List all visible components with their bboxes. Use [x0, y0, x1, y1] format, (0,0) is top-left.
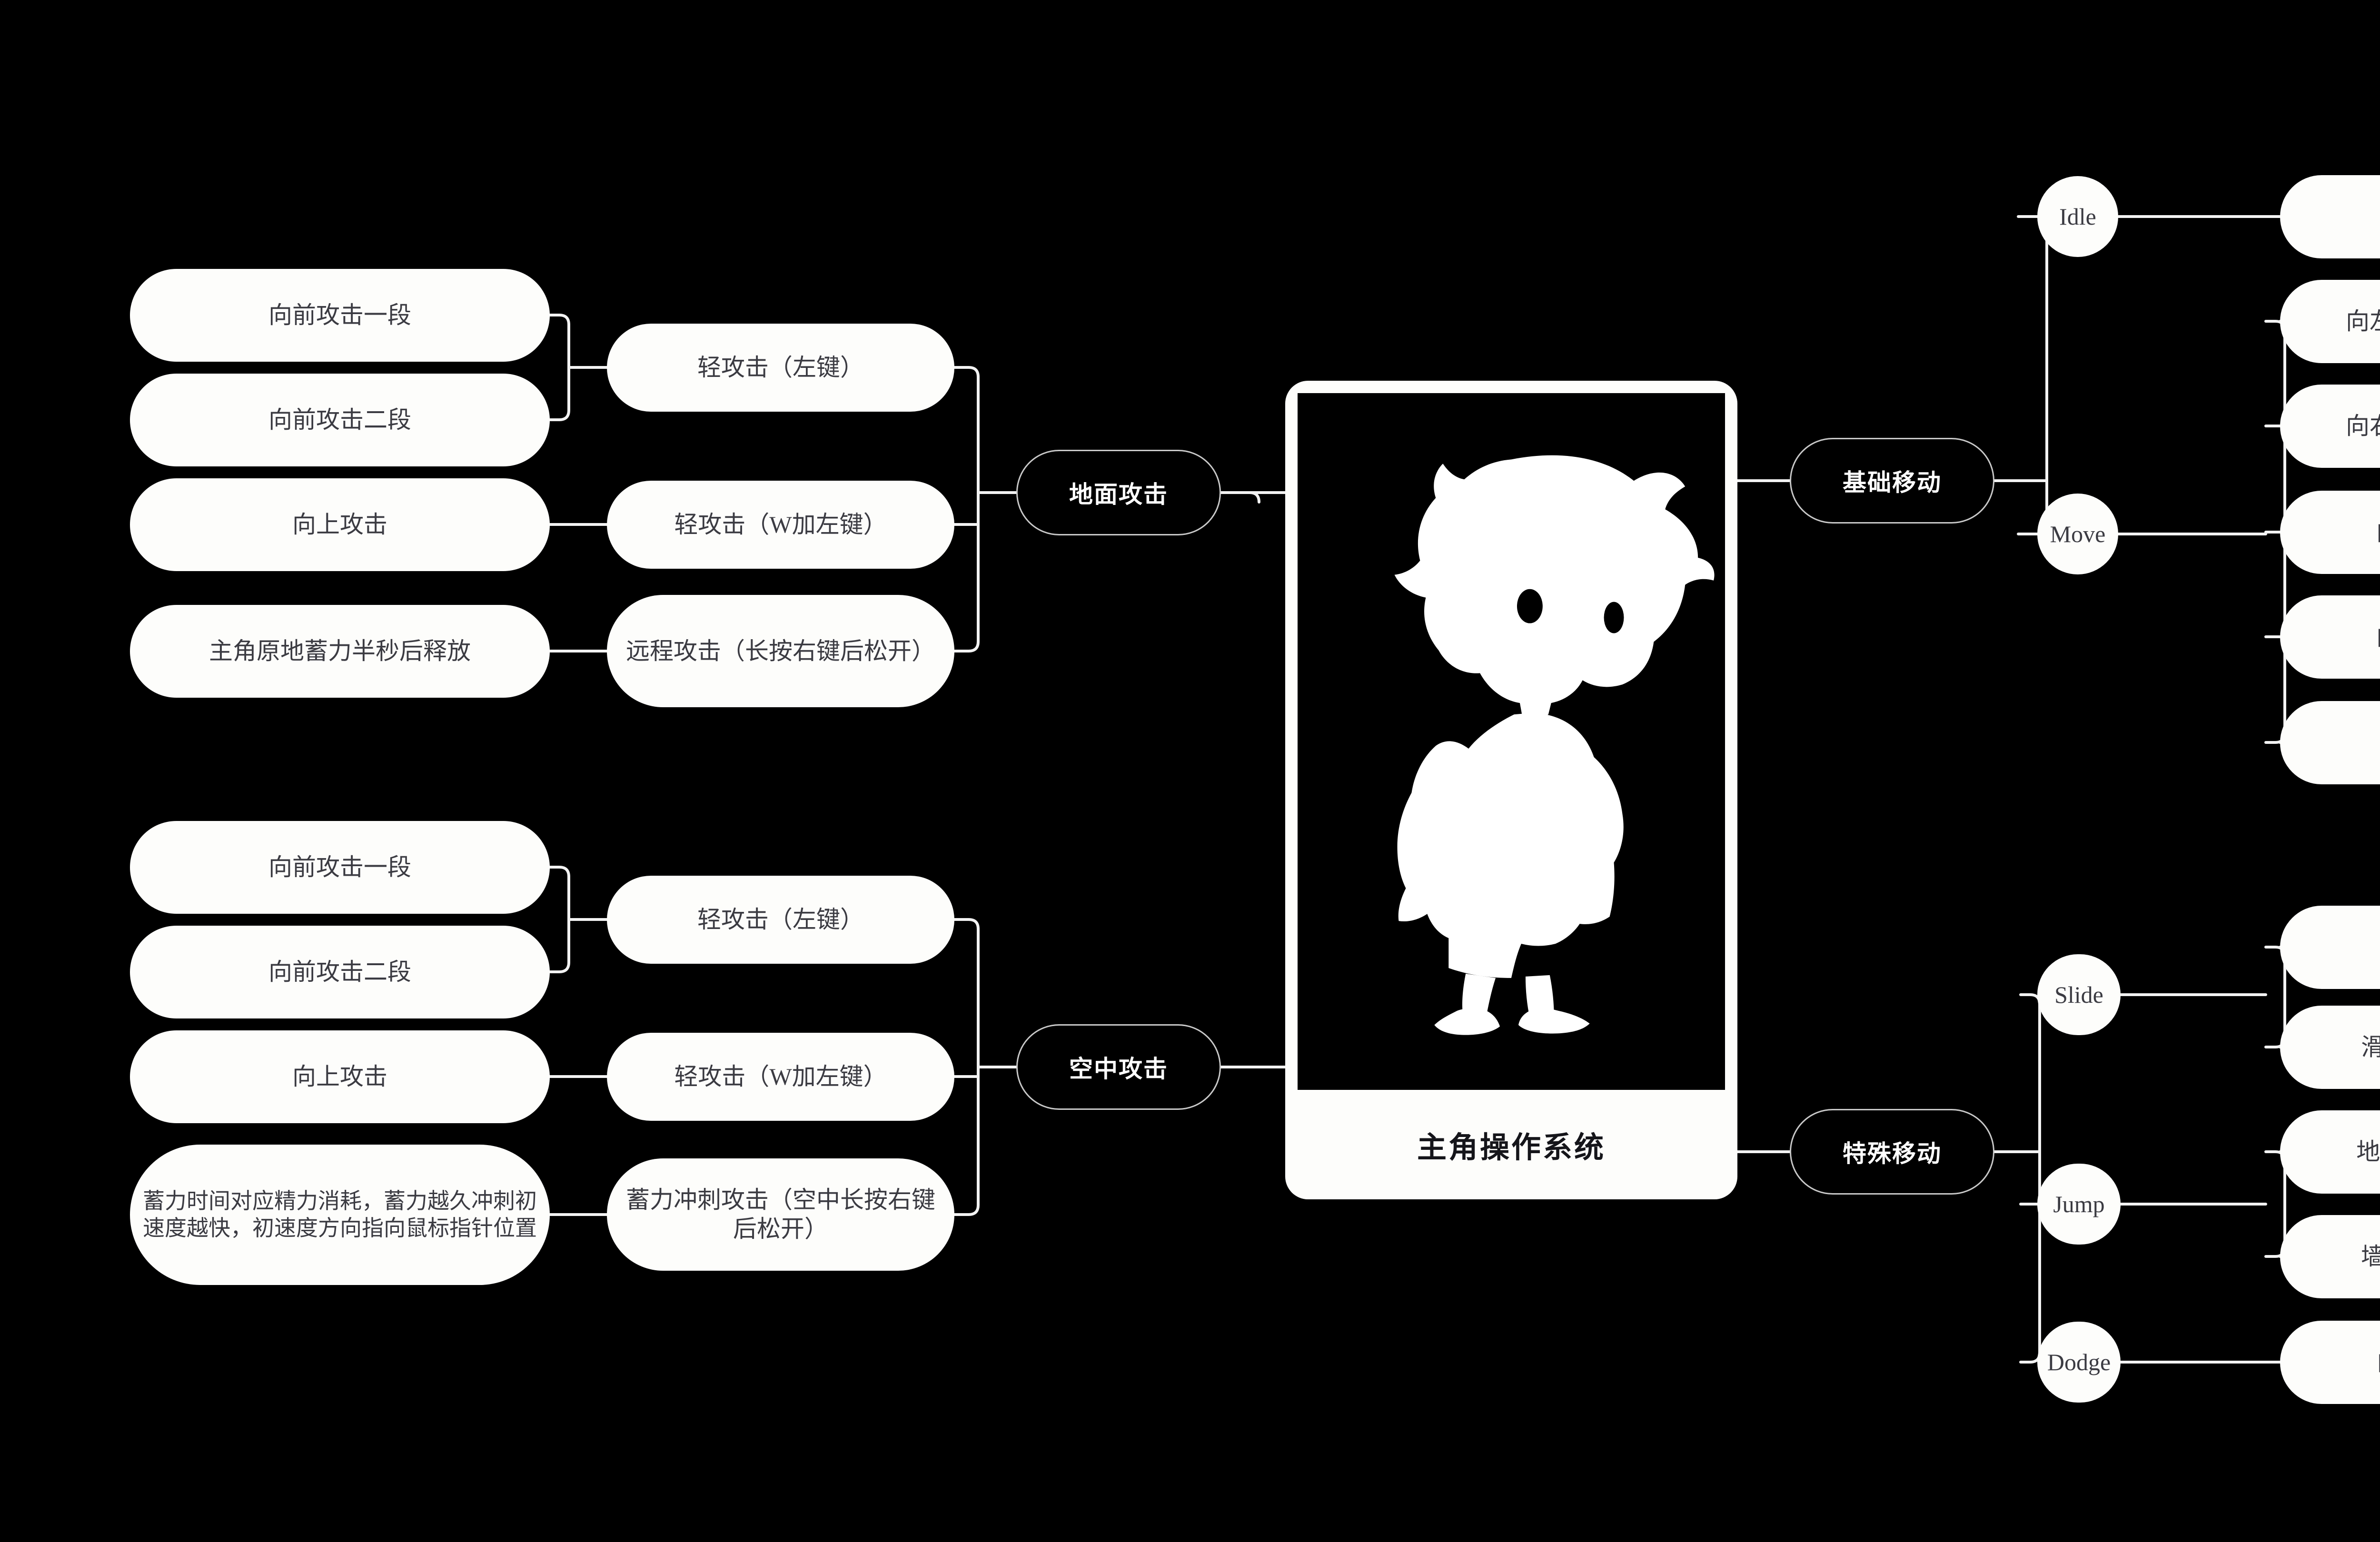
mid-idle[interactable]: Idle [2037, 176, 2118, 257]
leaf-run-left[interactable]: 向左跑步（A） [2280, 491, 2380, 574]
hub-air-attack[interactable]: 空中攻击 [1016, 1024, 1221, 1110]
leaf-crouch[interactable]: 蹲下（S） [2280, 701, 2380, 784]
hub-special-move[interactable]: 特殊移动 [1790, 1109, 1994, 1195]
hub-basic-move[interactable]: 基础移动 [1790, 438, 1994, 524]
mid-ground-up-attack[interactable]: 轻攻击（W加左键） [607, 481, 954, 569]
leaf-run-right[interactable]: 向右跑步（D） [2280, 595, 2380, 679]
mid-move[interactable]: Move [2037, 494, 2118, 574]
mid-air-charge-dash-attack[interactable]: 蓄力冲刺攻击（空中长按右键后松开） [607, 1158, 954, 1271]
character-silhouette [1298, 393, 1725, 1090]
leaf-walk-left[interactable]: 向左走路（Ctrl加A） [2280, 280, 2380, 363]
leaf-wall-slide[interactable]: 滑墙（贴墙下滑） [2280, 1006, 2380, 1089]
leaf-air-up-1[interactable]: 向上攻击 [130, 1030, 550, 1123]
mid-ground-ranged-attack[interactable]: 远程攻击（长按右键后松开） [607, 595, 954, 707]
mid-dodge[interactable]: Dodge [2037, 1322, 2121, 1403]
leaf-air-charge-detail[interactable]: 蓄力时间对应精力消耗，蓄力越久冲刺初速度越快，初速度方向指向鼠标指针位置 [130, 1145, 550, 1285]
center-title: 主角操作系统 [1417, 1132, 1606, 1164]
leaf-slide-tackle[interactable]: 滑铲（Shift） [2280, 906, 2380, 989]
leaf-air-light-2[interactable]: 向前攻击二段 [130, 926, 550, 1018]
leaf-ground-ranged-1[interactable]: 主角原地蓄力半秒后释放 [130, 605, 550, 698]
leaf-ground-jump[interactable]: 地面跳跃（Space） [2280, 1110, 2380, 1194]
leaf-back-dodge[interactable]: 向后闪避（C） [2280, 1321, 2380, 1404]
hub-ground-attack[interactable]: 地面攻击 [1016, 450, 1221, 535]
mid-air-light-attack[interactable]: 轻攻击（左键） [607, 876, 954, 964]
mid-air-up-attack[interactable]: 轻攻击（W加左键） [607, 1033, 954, 1121]
leaf-walk-right[interactable]: 向右走路（Ctrl加D） [2280, 385, 2380, 468]
mid-slide[interactable]: Slide [2037, 954, 2121, 1035]
leaf-wall-jump[interactable]: 墙跳（墙上跳离） [2280, 1215, 2380, 1298]
leaf-idle-state[interactable]: 角色静止状态 [2280, 175, 2380, 258]
center-node: 主角操作系统 [1285, 381, 1737, 1199]
mid-ground-light-attack[interactable]: 轻攻击（左键） [607, 324, 954, 412]
mid-jump[interactable]: Jump [2037, 1164, 2121, 1245]
leaf-ground-light-1[interactable]: 向前攻击一段 [130, 269, 550, 362]
leaf-air-light-1[interactable]: 向前攻击一段 [130, 821, 550, 914]
leaf-ground-light-2[interactable]: 向前攻击二段 [130, 374, 550, 466]
leaf-ground-up-1[interactable]: 向上攻击 [130, 478, 550, 571]
